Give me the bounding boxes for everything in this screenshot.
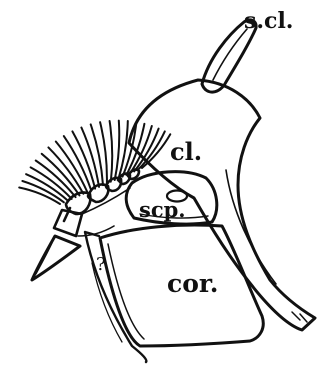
fin-ray bbox=[110, 121, 113, 182]
cleithrum-label: cl. bbox=[170, 140, 202, 164]
supracleithrum-label: s.cl. bbox=[244, 10, 293, 32]
fin-ray bbox=[115, 121, 120, 180]
uncertain-element-label: ? bbox=[96, 256, 106, 274]
fin-rays bbox=[19, 121, 170, 204]
scapula-label: scp. bbox=[139, 199, 186, 220]
coracoid-label: cor. bbox=[167, 271, 218, 296]
pectoral-spine bbox=[32, 236, 80, 280]
